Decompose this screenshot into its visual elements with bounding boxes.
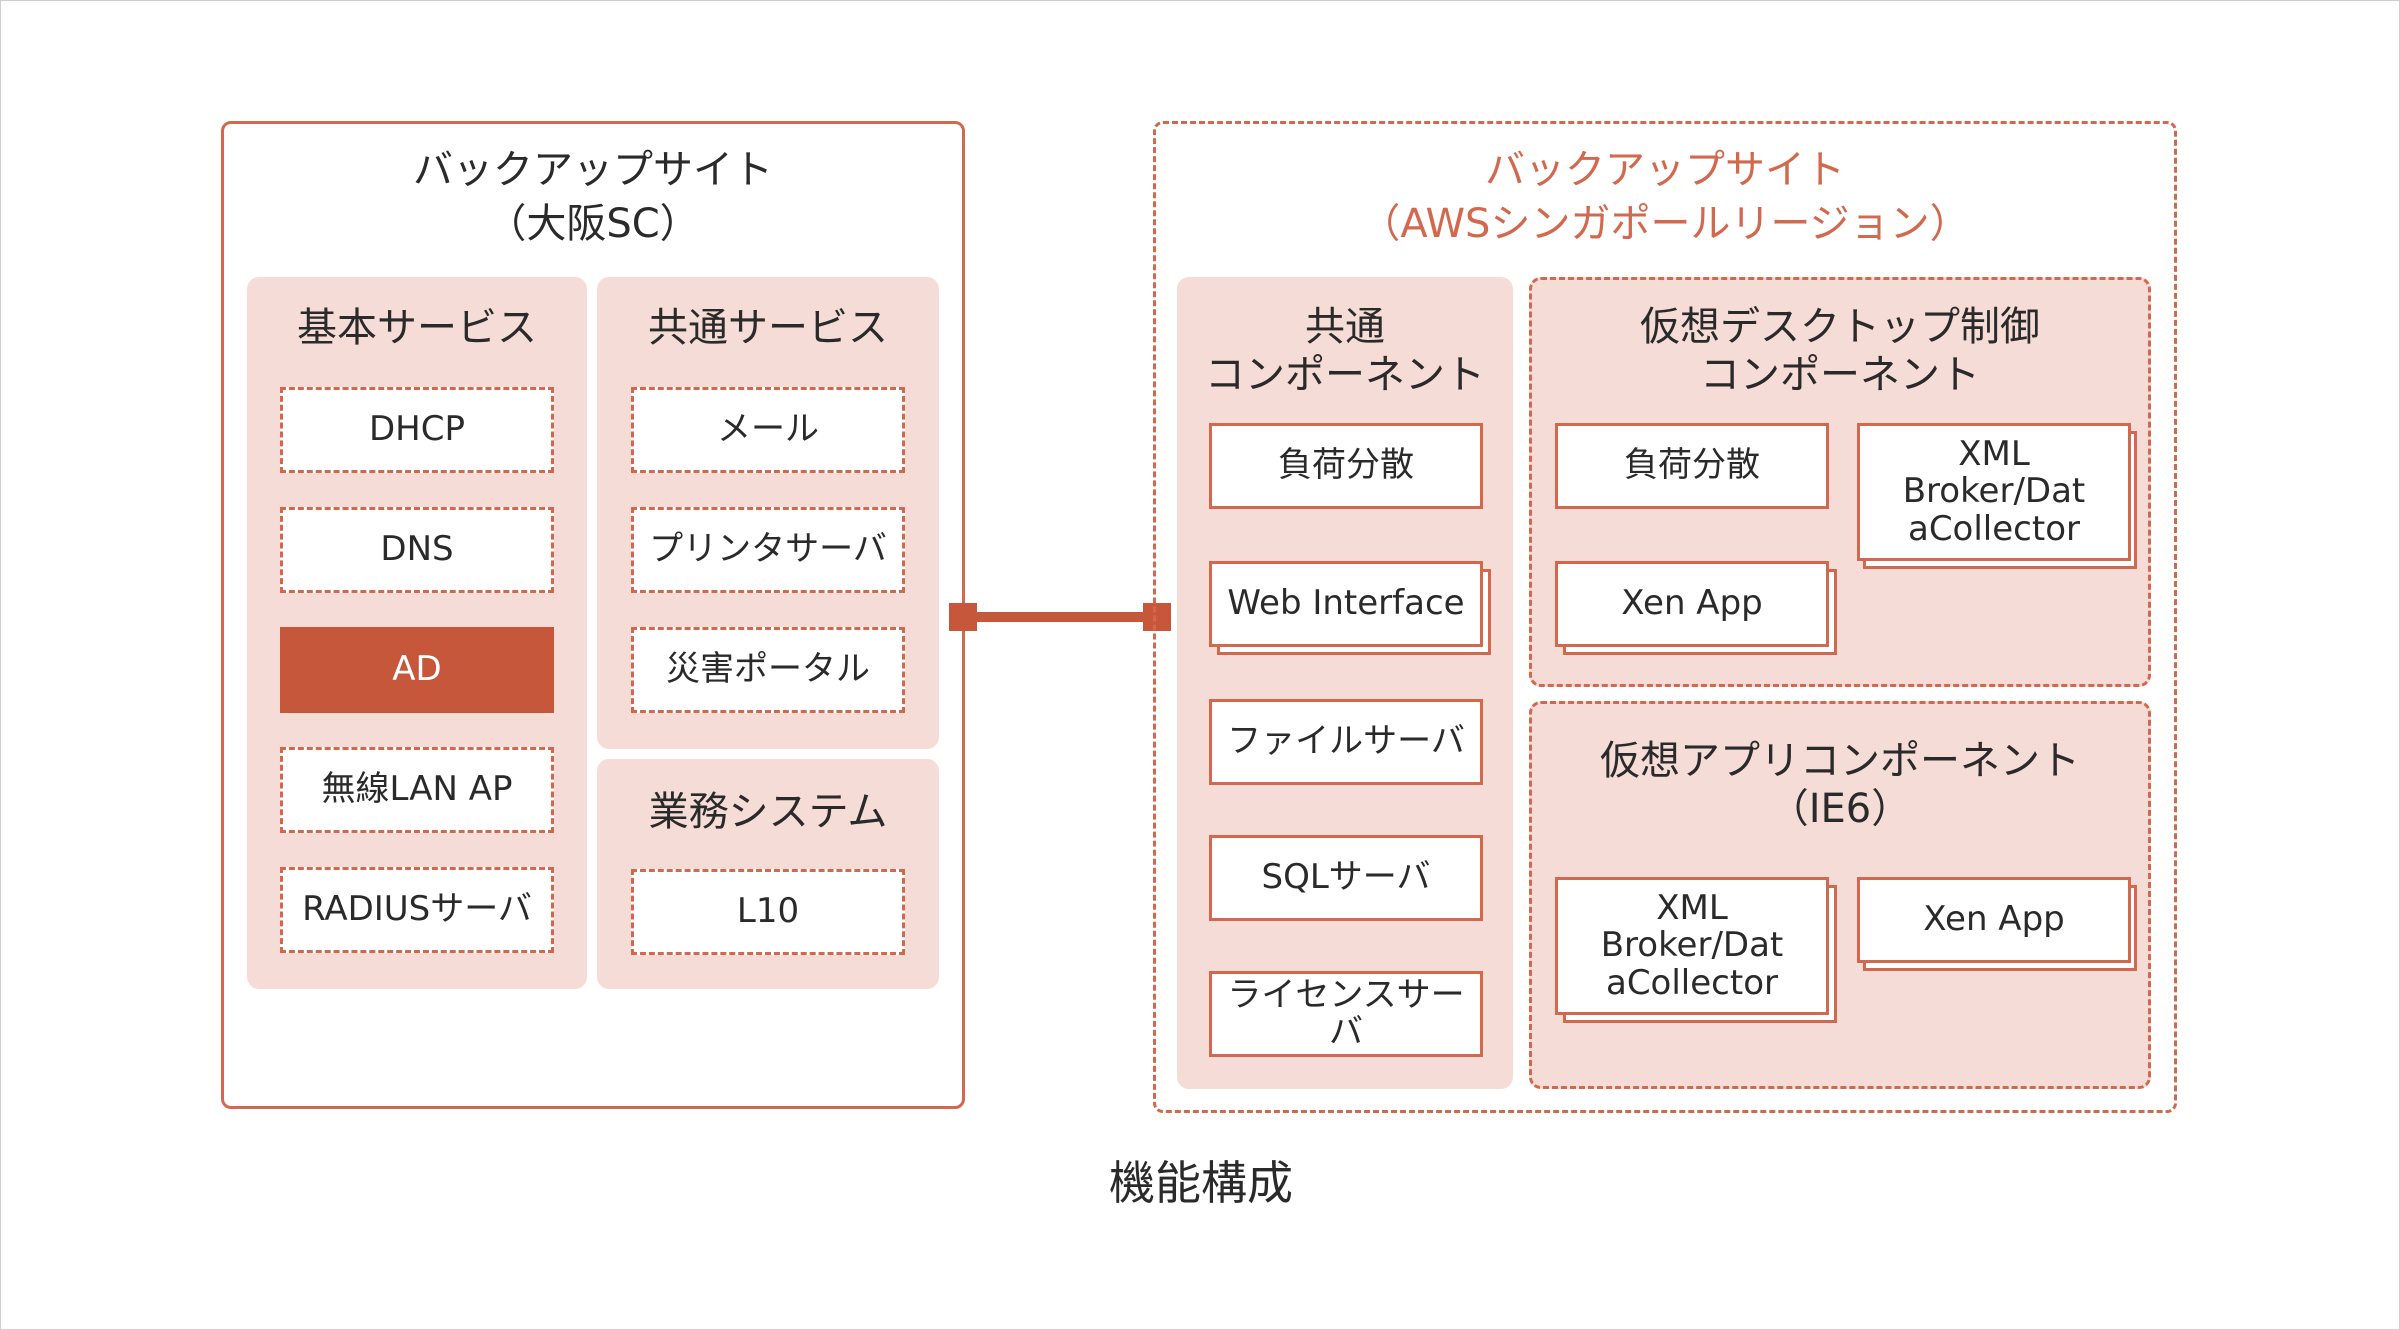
- service-wireless-lan-ap: 無線LAN AP: [280, 747, 554, 833]
- component-file-server: ファイルサーバ: [1209, 699, 1483, 785]
- vdi-component-xen-app: Xen App: [1555, 561, 1829, 647]
- service-l10: L10: [631, 869, 905, 955]
- app-component-xml-broker: XML Broker/Dat aCollector: [1555, 877, 1829, 1015]
- common-services-title: 共通サービス: [648, 305, 888, 351]
- service-disaster-portal: 災害ポータル: [631, 627, 905, 713]
- app-component-xen-app: Xen App: [1857, 877, 2131, 963]
- vdi-component-load-balancer: 負荷分散: [1555, 423, 1829, 509]
- service-dhcp: DHCP: [280, 387, 554, 473]
- service-dns: DNS: [280, 507, 554, 593]
- common-components-panel: [1177, 277, 1513, 1089]
- component-load-balancer: 負荷分散: [1209, 423, 1483, 509]
- vdi-control-components-title: 仮想デスクトップ制御 コンポーネント: [1640, 304, 2040, 398]
- vdi-component-xml-broker: XML Broker/Dat aCollector: [1857, 423, 2131, 561]
- basic-services-title: 基本サービス: [297, 305, 537, 351]
- component-license-server: ライセンスサーバ: [1209, 971, 1483, 1057]
- virtual-app-components-title: 仮想アプリコンポーネント （IE6）: [1600, 738, 2080, 832]
- component-sql-server: SQLサーバ: [1209, 835, 1483, 921]
- connector-start-node: [949, 603, 977, 631]
- component-web-interface: Web Interface: [1209, 561, 1483, 647]
- connector-end-node: [1143, 603, 1171, 631]
- connector-line: [975, 612, 1155, 622]
- service-mail: メール: [631, 387, 905, 473]
- aws-singapore-backup-site: [1153, 121, 2177, 1113]
- service-printer-server: プリンタサーバ: [631, 507, 905, 593]
- aws-site-title: バックアップサイト （AWSシンガポールリージョン）: [1360, 147, 1970, 247]
- diagram-caption: 機能構成: [1109, 1156, 1293, 1210]
- service-ad-highlighted: AD: [280, 627, 554, 713]
- osaka-site-title: バックアップサイト （大阪SC）: [413, 147, 773, 247]
- common-components-title: 共通 コンポーネント: [1205, 304, 1485, 398]
- business-systems-title: 業務システム: [648, 789, 888, 835]
- service-radius-server: RADIUSサーバ: [280, 867, 554, 953]
